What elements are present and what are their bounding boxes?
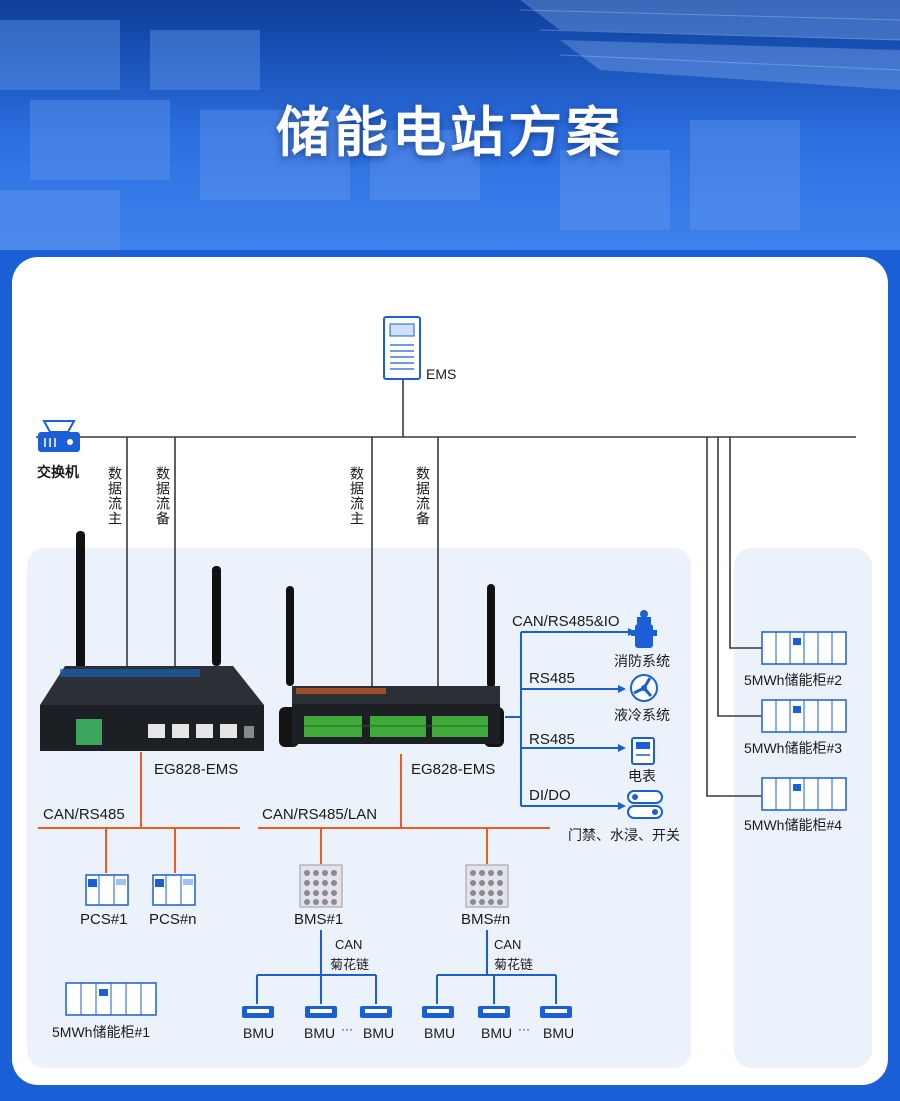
- pcs-label-1: PCS#1: [80, 911, 128, 928]
- hero-banner: 储能电站方案: [0, 0, 900, 250]
- meter-icon: [631, 737, 655, 765]
- chain-label-1: 菊花链: [330, 957, 370, 972]
- solar-storage-background: [0, 0, 900, 250]
- link-device-1: 消防系统: [614, 653, 670, 669]
- bmu-label: BMU: [424, 1025, 456, 1041]
- bms-icon-n: [465, 864, 509, 908]
- bmu-icons: [242, 1006, 572, 1018]
- cabinet-label-4: 5MWh储能柜#4: [744, 817, 843, 833]
- stream-backup-right: 数据流备: [414, 466, 430, 526]
- bms-label-1: BMS#1: [294, 911, 344, 928]
- cabinet-icon-1: [65, 982, 157, 1016]
- bmu-label: BMU: [304, 1025, 336, 1041]
- chain-label-n: 菊花链: [494, 957, 534, 972]
- bmu-ellipsis: ···: [341, 1022, 353, 1036]
- link-device-2: 液冷系统: [614, 707, 670, 723]
- stream-main-left: 数据流主: [106, 466, 122, 526]
- site-panel: [27, 548, 691, 1068]
- link-protocol-1: CAN/RS485&IO: [512, 613, 620, 630]
- pcs-label-n: PCS#n: [149, 911, 197, 928]
- toggle-switch-icon: [627, 790, 663, 819]
- switch-icon: [38, 420, 80, 452]
- cabinet-icon-4: [761, 777, 847, 811]
- link-protocol-4: DI/DO: [529, 787, 571, 804]
- link-protocol-3: RS485: [529, 731, 575, 748]
- cabinet-label-2: 5MWh储能柜#2: [744, 672, 843, 688]
- can-label-n: CAN: [494, 937, 522, 952]
- switch-label: 交换机: [37, 464, 79, 480]
- bms-icon-1: [299, 864, 343, 908]
- pcs-icon-n: [152, 874, 196, 906]
- link-protocol-2: RS485: [529, 670, 575, 687]
- link-device-3: 电表: [628, 768, 656, 784]
- bms-label-n: BMS#n: [461, 911, 511, 928]
- cabinet-label-3: 5MWh储能柜#3: [744, 740, 843, 756]
- cabinet-icon-3: [761, 699, 847, 733]
- fan-icon: [630, 674, 658, 702]
- pcs-icon-1: [85, 874, 129, 906]
- bus-mid-label: CAN/RS485/LAN: [262, 806, 378, 823]
- page-title: 储能电站方案: [276, 101, 624, 164]
- stream-main-right: 数据流主: [348, 466, 364, 526]
- stream-backup-left: 数据流备: [154, 466, 170, 526]
- can-label-1: CAN: [335, 937, 363, 952]
- link-device-4: 门禁、水浸、开关: [568, 827, 680, 843]
- gateway-right-device: [279, 584, 504, 747]
- fire-hydrant-icon: [631, 610, 657, 648]
- bus-left-label: CAN/RS485: [43, 806, 125, 823]
- bmu-label: BMU: [363, 1025, 395, 1041]
- cabinet-icon-2: [761, 631, 847, 665]
- gateway-left-device: [40, 531, 264, 751]
- bmu-label: BMU: [481, 1025, 513, 1041]
- cabinet-label-1: 5MWh储能柜#1: [52, 1024, 151, 1040]
- bmu-label: BMU: [543, 1025, 575, 1041]
- bmu-ellipsis: ···: [518, 1022, 530, 1036]
- gateway-right-label: EG828-EMS: [411, 761, 496, 778]
- bmu-label: BMU: [243, 1025, 275, 1041]
- ems-server-icon: [383, 316, 421, 380]
- ems-label: EMS: [426, 366, 457, 382]
- gateway-left-label: EG828-EMS: [154, 761, 239, 778]
